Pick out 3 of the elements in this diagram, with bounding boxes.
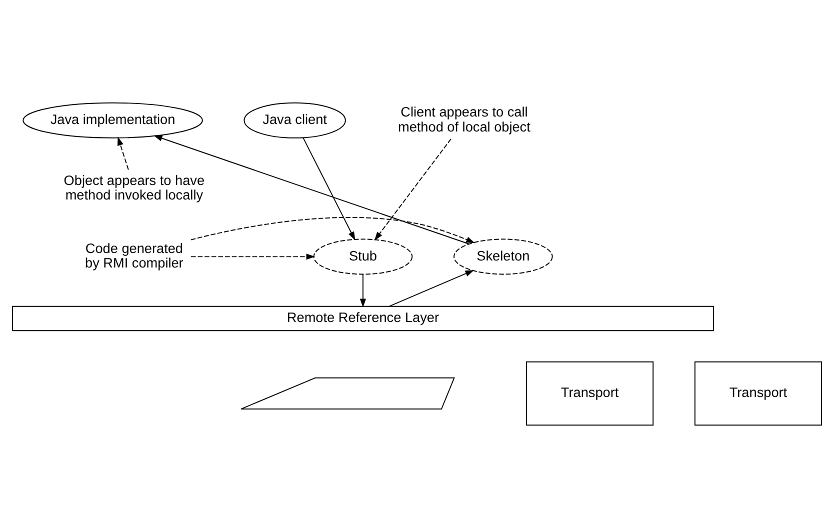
node-text: Object appears to have method invoked locally [64, 172, 205, 202]
node-text: Code generated by RMI compiler [85, 240, 184, 271]
node-text: Client appears to call method of local object [398, 104, 530, 134]
